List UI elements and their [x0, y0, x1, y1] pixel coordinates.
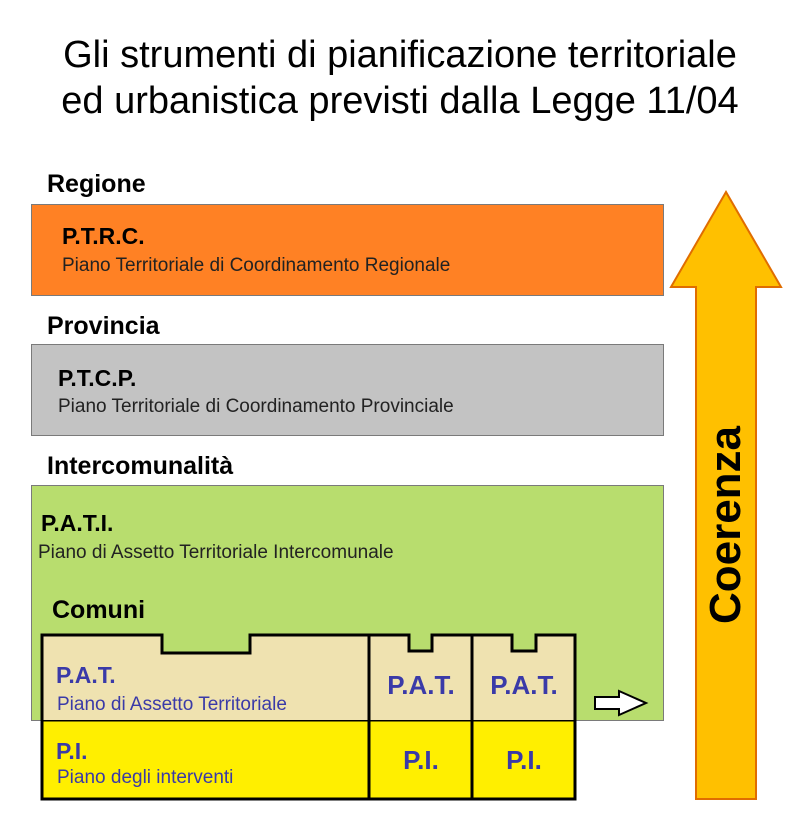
pi-row-bg: [40, 718, 577, 801]
ptrc-box: P.T.R.C. Piano Territoriale di Coordinam…: [31, 204, 664, 296]
pi-abbr-3: P.I.: [506, 745, 542, 775]
pat-municipality-3-shape: [470, 633, 577, 720]
ptcp-full-name: Piano Territoriale di Coordinamento Prov…: [58, 396, 454, 417]
pi-abbr-2: P.I.: [403, 745, 439, 775]
pat-abbr-2: P.A.T.: [387, 670, 455, 700]
pati-abbr: P.A.T.I.: [41, 510, 114, 536]
ptrc-full-name: Piano Territoriale di Coordinamento Regi…: [62, 255, 451, 276]
level-label-regione: Regione: [47, 170, 146, 198]
coerenza-label: Coerenza: [701, 425, 750, 625]
pi-abbr-1: P.I.: [56, 738, 88, 764]
diagram-title: Gli strumenti di pianificazione territor…: [0, 32, 800, 124]
pat-municipality-2-shape: [367, 633, 474, 720]
ptrc-abbr: P.T.R.C.: [62, 223, 145, 249]
ptcp-box: P.T.C.P. Piano Territoriale di Coordinam…: [31, 344, 664, 436]
title-line-2: ed urbanistica previsti dalla Legge 11/0…: [61, 80, 739, 122]
coerenza-arrow-icon: [669, 190, 783, 800]
ptcp-abbr: P.T.C.P.: [58, 365, 137, 391]
pat-abbr-3: P.A.T.: [490, 670, 558, 700]
level-label-comuni: Comuni: [52, 596, 146, 624]
pi-full-name: Piano degli interventi: [57, 767, 234, 788]
pat-municipality-1-shape: [40, 633, 371, 720]
pati-full-name: Piano di Assetto Territoriale Intercomun…: [38, 542, 394, 563]
level-label-intercomunalita: Intercomunalità: [47, 452, 234, 480]
title-line-1: Gli strumenti di pianificazione territor…: [63, 34, 737, 76]
pat-abbr-1: P.A.T.: [56, 662, 116, 688]
extension-arrow-icon: [594, 689, 649, 717]
level-label-provincia: Provincia: [47, 312, 160, 340]
pat-full-name: Piano di Assetto Territoriale: [57, 694, 287, 715]
